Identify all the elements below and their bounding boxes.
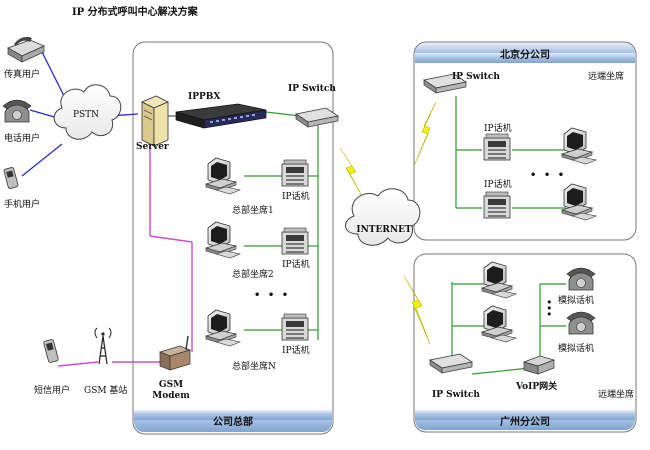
- internet-cloud: [345, 188, 421, 246]
- phone-user-label: 电话用户: [4, 134, 41, 144]
- mobile-phone-icon: [3, 167, 19, 189]
- server-icon: [141, 95, 169, 147]
- ippbx-icon: [175, 103, 267, 129]
- voip-gateway-label: VoIP网关: [516, 382, 558, 392]
- guangzhou-panel: [413, 253, 637, 433]
- hq-ipphone-1: [281, 159, 309, 187]
- hq-seat-label-1: 总部坐席1: [232, 206, 274, 216]
- hq-ipphone-label-3: IP话机: [282, 346, 310, 356]
- lan-links: [244, 96, 566, 375]
- pstn-label: PSTN: [72, 110, 100, 120]
- gsm-links: [57, 146, 193, 367]
- desk-phone-icon: [2, 99, 32, 123]
- guangzhou-phone-label-2: 模拟话机: [558, 344, 595, 354]
- guangzhou-switch-label: IP Switch: [432, 390, 480, 400]
- hq-ipphone-2: [281, 227, 309, 255]
- beijing-switch-label: IP Switch: [452, 72, 500, 82]
- mobile-user-label: 手机用户: [4, 200, 41, 210]
- beijing-band-label: 北京分公司: [500, 50, 550, 61]
- wan-bolt-guangzhou: [403, 275, 431, 345]
- beijing-more-dots: • • •: [530, 170, 567, 181]
- beijing-ipphone-label-1: IP话机: [484, 124, 512, 134]
- ippbx-label: IPPBX: [188, 92, 221, 102]
- wan-bolt-hq: [339, 147, 363, 197]
- sms-user-label: 短信用户: [34, 386, 71, 396]
- hq-ipphone-label-2: IP话机: [282, 260, 310, 270]
- beijing-ipphone-1: [483, 133, 511, 161]
- pstn-cloud: [53, 84, 122, 140]
- internet-label: INTERNET: [356, 225, 412, 235]
- gsm-tower-icon: [94, 327, 112, 365]
- gsm-modem-label-1: GSM: [158, 380, 184, 390]
- guangzhou-analog-phone-1: [566, 267, 596, 291]
- server-label: Server: [136, 142, 169, 152]
- hq-ipphone-label-1: IP话机: [282, 192, 310, 202]
- guangzhou-analog-phone-2: [566, 311, 596, 335]
- beijing-ipphone-2: [483, 191, 511, 219]
- wan-bolt-beijing: [413, 101, 437, 167]
- guangzhou-band-label: 广州分公司: [500, 417, 550, 428]
- hq-switch-label: IP Switch: [288, 84, 336, 94]
- gsm-modem-icon: [158, 335, 192, 371]
- guangzhou-remote-label: 远端坐席: [598, 390, 635, 400]
- gsm-station-label: GSM 基站: [84, 386, 128, 396]
- beijing-ipphone-label-2: IP话机: [484, 180, 512, 190]
- hq-seat-label-3: 总部坐席N: [232, 362, 276, 372]
- hq-seat-label-2: 总部坐席2: [232, 270, 274, 280]
- gsm-modem-label-2: Modem: [152, 391, 190, 401]
- voip-gateway-icon: [522, 355, 556, 375]
- beijing-remote-label: 远端坐席: [588, 72, 625, 82]
- sms-phone-icon: [43, 339, 59, 363]
- fax-machine-icon: [7, 36, 45, 63]
- fax-user-label: 传真用户: [4, 70, 41, 80]
- guangzhou-more-dots: •••: [546, 296, 553, 321]
- hq-more-seats-dots: • • •: [254, 290, 291, 301]
- diagram-title: IP 分布式呼叫中心解决方案: [72, 7, 198, 18]
- guangzhou-phone-label-1: 模拟话机: [558, 296, 595, 306]
- hq-ipphone-3: [281, 313, 309, 341]
- hq-band-label: 公司总部: [213, 417, 253, 428]
